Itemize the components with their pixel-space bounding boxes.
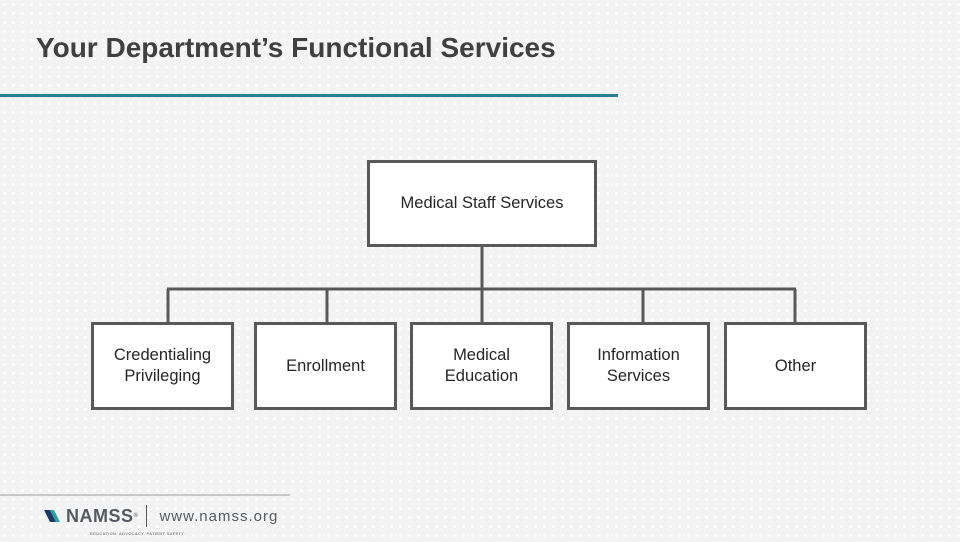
org-child-node-other: Other	[724, 322, 867, 410]
brand-trademark: ®	[133, 513, 139, 519]
org-root-node: Medical Staff Services	[367, 160, 597, 247]
slide-title: Your Department’s Functional Services	[36, 32, 556, 63]
org-child-label: Medical Education	[444, 346, 519, 385]
title-underline	[0, 94, 618, 97]
org-child-node-medical-education: Medical Education	[410, 322, 553, 410]
org-child-label: Enrollment	[286, 356, 365, 375]
footer-website-link[interactable]: www.namss.org	[159, 507, 279, 525]
org-child-node-information-services: Information Services	[567, 322, 710, 410]
org-child-label: Credentialing Privileging	[113, 346, 212, 385]
footer-divider	[0, 494, 290, 496]
brand-name: NAMSS	[66, 506, 134, 526]
brand-tagline: EDUCATION. ADVOCACY. PATIENT SAFETY.	[90, 531, 186, 536]
namss-footer-logo: NAMSS® EDUCATION. ADVOCACY. PATIENT SAFE…	[42, 504, 279, 536]
org-root-label: Medical Staff Services	[400, 194, 564, 212]
org-child-node-enrollment: Enrollment	[254, 322, 397, 410]
org-child-label: Information Services	[597, 346, 680, 385]
brand-wordmark: NAMSS® EDUCATION. ADVOCACY. PATIENT SAFE…	[66, 506, 185, 536]
footer-separator	[146, 505, 148, 527]
org-child-node-credentialing: Credentialing Privileging	[91, 322, 234, 410]
namss-logo-icon	[44, 510, 60, 522]
org-child-label: Other	[774, 356, 817, 375]
